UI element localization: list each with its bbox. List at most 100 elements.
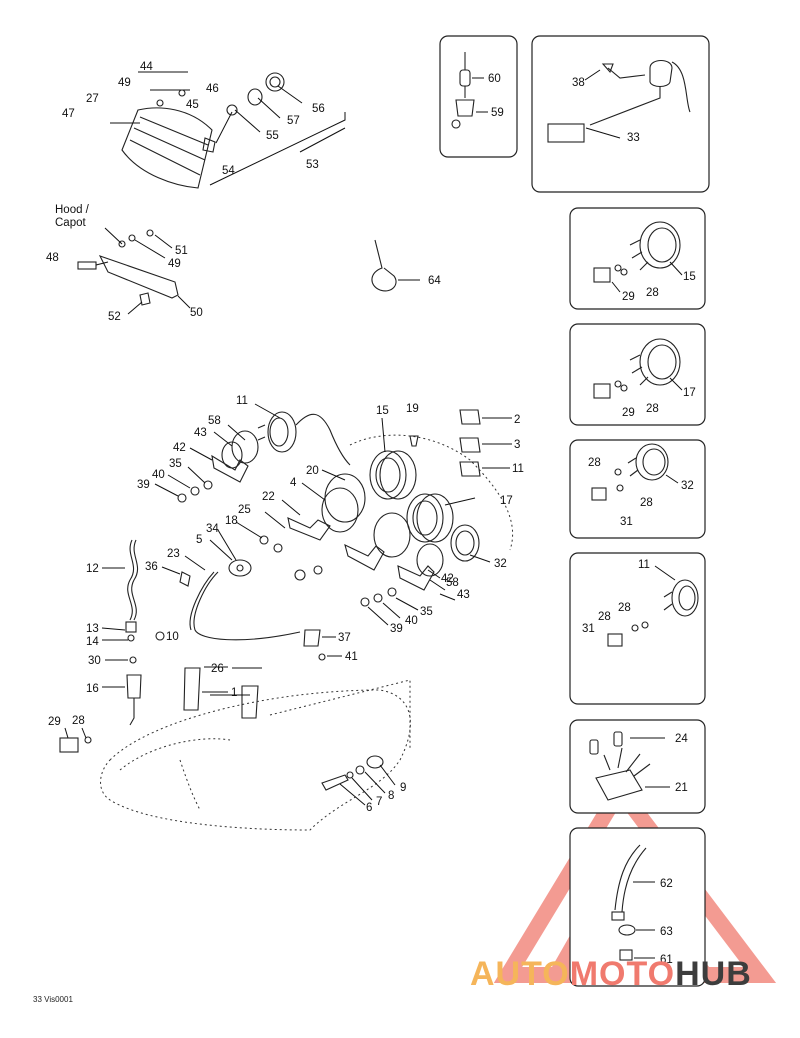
callout-m42b: 42 (441, 573, 454, 585)
watermark-auto: AUTO (470, 955, 570, 993)
callout-m22: 22 (262, 491, 275, 503)
callout-m39a: 39 (137, 479, 150, 491)
callout-p3-28b: 28 (640, 497, 653, 509)
hood-label-line2: Capot (55, 217, 86, 229)
callout-p1-29: 29 (622, 291, 635, 303)
callout-p1-15: 15 (683, 271, 696, 283)
callout-m30: 30 (88, 655, 101, 667)
callout-m19: 19 (406, 403, 419, 415)
callout-m9: 9 (400, 782, 406, 794)
panel-gauge-11 (569, 552, 706, 705)
watermark-moto: MOTO (569, 955, 676, 993)
callout-p4-28a: 28 (618, 602, 631, 614)
callout-p3-32: 32 (681, 480, 694, 492)
callout-52: 52 (108, 311, 121, 323)
callout-p1-28: 28 (646, 287, 659, 299)
panel-module-24-21 (569, 719, 706, 814)
callout-m32: 32 (494, 558, 507, 570)
callout-m40a: 40 (152, 469, 165, 481)
callout-p4-28b: 28 (598, 611, 611, 623)
callout-m40b: 40 (405, 615, 418, 627)
callout-64: 64 (428, 275, 441, 287)
panel-gauge-17 (569, 323, 706, 426)
callout-m43b: 43 (457, 589, 470, 601)
callout-m3: 3 (514, 439, 520, 451)
callout-54: 54 (222, 165, 235, 177)
callout-m18: 18 (225, 515, 238, 527)
callout-38: 38 (572, 77, 585, 89)
callout-labels: 44 49 46 45 27 47 56 57 55 54 53 60 59 3… (46, 61, 696, 966)
callout-m25: 25 (238, 504, 251, 516)
headlight-assembly (110, 71, 346, 189)
callout-m15: 15 (376, 405, 389, 417)
watermark-text: AUTOMOTOHUB (470, 955, 752, 994)
panel-gauge-15 (569, 207, 706, 310)
callout-m4: 4 (290, 477, 297, 489)
callout-m58a: 58 (208, 415, 221, 427)
callout-m37: 37 (338, 632, 351, 644)
callout-m39b: 39 (390, 623, 403, 635)
callout-55: 55 (266, 130, 279, 142)
instrument-cluster-assembly (59, 403, 514, 831)
callout-48: 48 (46, 252, 59, 264)
figure-code: 33 Vis0001 (33, 995, 73, 1004)
callout-m29: 29 (48, 716, 61, 728)
callout-49b: 49 (168, 258, 181, 270)
callout-m5: 5 (196, 534, 202, 546)
callout-m20: 20 (306, 465, 319, 477)
callout-m8: 8 (388, 790, 394, 802)
callout-m12: 12 (86, 563, 99, 575)
callout-44: 44 (140, 61, 153, 73)
callout-m26: 26 (211, 663, 224, 675)
callout-p2-17: 17 (683, 387, 696, 399)
callout-m14: 14 (86, 636, 99, 648)
callout-m36: 36 (145, 561, 158, 573)
callout-p3-31: 31 (620, 516, 633, 528)
callout-56: 56 (312, 103, 325, 115)
callout-m23: 23 (167, 548, 180, 560)
panel-gauge-32 (569, 439, 706, 539)
callout-59: 59 (491, 107, 504, 119)
callout-m42a: 42 (173, 442, 186, 454)
callout-p3-28a: 28 (588, 457, 601, 469)
callout-m17: 17 (500, 495, 513, 507)
callout-51: 51 (175, 245, 188, 257)
hood-bracket-assembly (77, 227, 191, 315)
callout-m11: 11 (236, 395, 248, 407)
callout-p6-63: 63 (660, 926, 673, 938)
callout-p4-11: 11 (638, 559, 650, 571)
callout-45: 45 (186, 99, 199, 111)
callout-m10: 10 (166, 631, 179, 643)
callout-m35a: 35 (169, 458, 182, 470)
callout-50: 50 (190, 307, 203, 319)
callout-m34: 34 (206, 523, 219, 535)
callout-m6: 6 (366, 802, 372, 814)
panel-fuel-sender-38-33 (531, 35, 710, 193)
callout-27: 27 (86, 93, 99, 105)
callout-57: 57 (287, 115, 300, 127)
callout-49: 49 (118, 77, 131, 89)
panel-sensor-62-63-61 (569, 827, 706, 987)
callout-m1: 1 (231, 687, 237, 699)
callout-m7: 7 (376, 796, 382, 808)
callout-p2-28: 28 (646, 403, 659, 415)
callout-33: 33 (627, 132, 640, 144)
cable-tie (371, 239, 420, 292)
callout-m28: 28 (72, 715, 85, 727)
callout-p6-61: 61 (660, 954, 673, 966)
callout-m43a: 43 (194, 427, 207, 439)
callout-m41: 41 (345, 651, 358, 663)
callout-p4-31: 31 (582, 623, 595, 635)
callout-m58b: 58 (446, 577, 459, 589)
callout-p5-24: 24 (675, 733, 688, 745)
callout-p2-29: 29 (622, 407, 635, 419)
callout-p6-62: 62 (660, 878, 673, 890)
panel-sensor-60-59 (439, 35, 518, 158)
callout-m16: 16 (86, 683, 99, 695)
watermark-hub: HUB (675, 955, 752, 993)
callout-53: 53 (306, 159, 319, 171)
callout-60: 60 (488, 73, 501, 85)
callout-m2: 2 (514, 414, 520, 426)
hood-label-line1: Hood / (55, 204, 90, 216)
